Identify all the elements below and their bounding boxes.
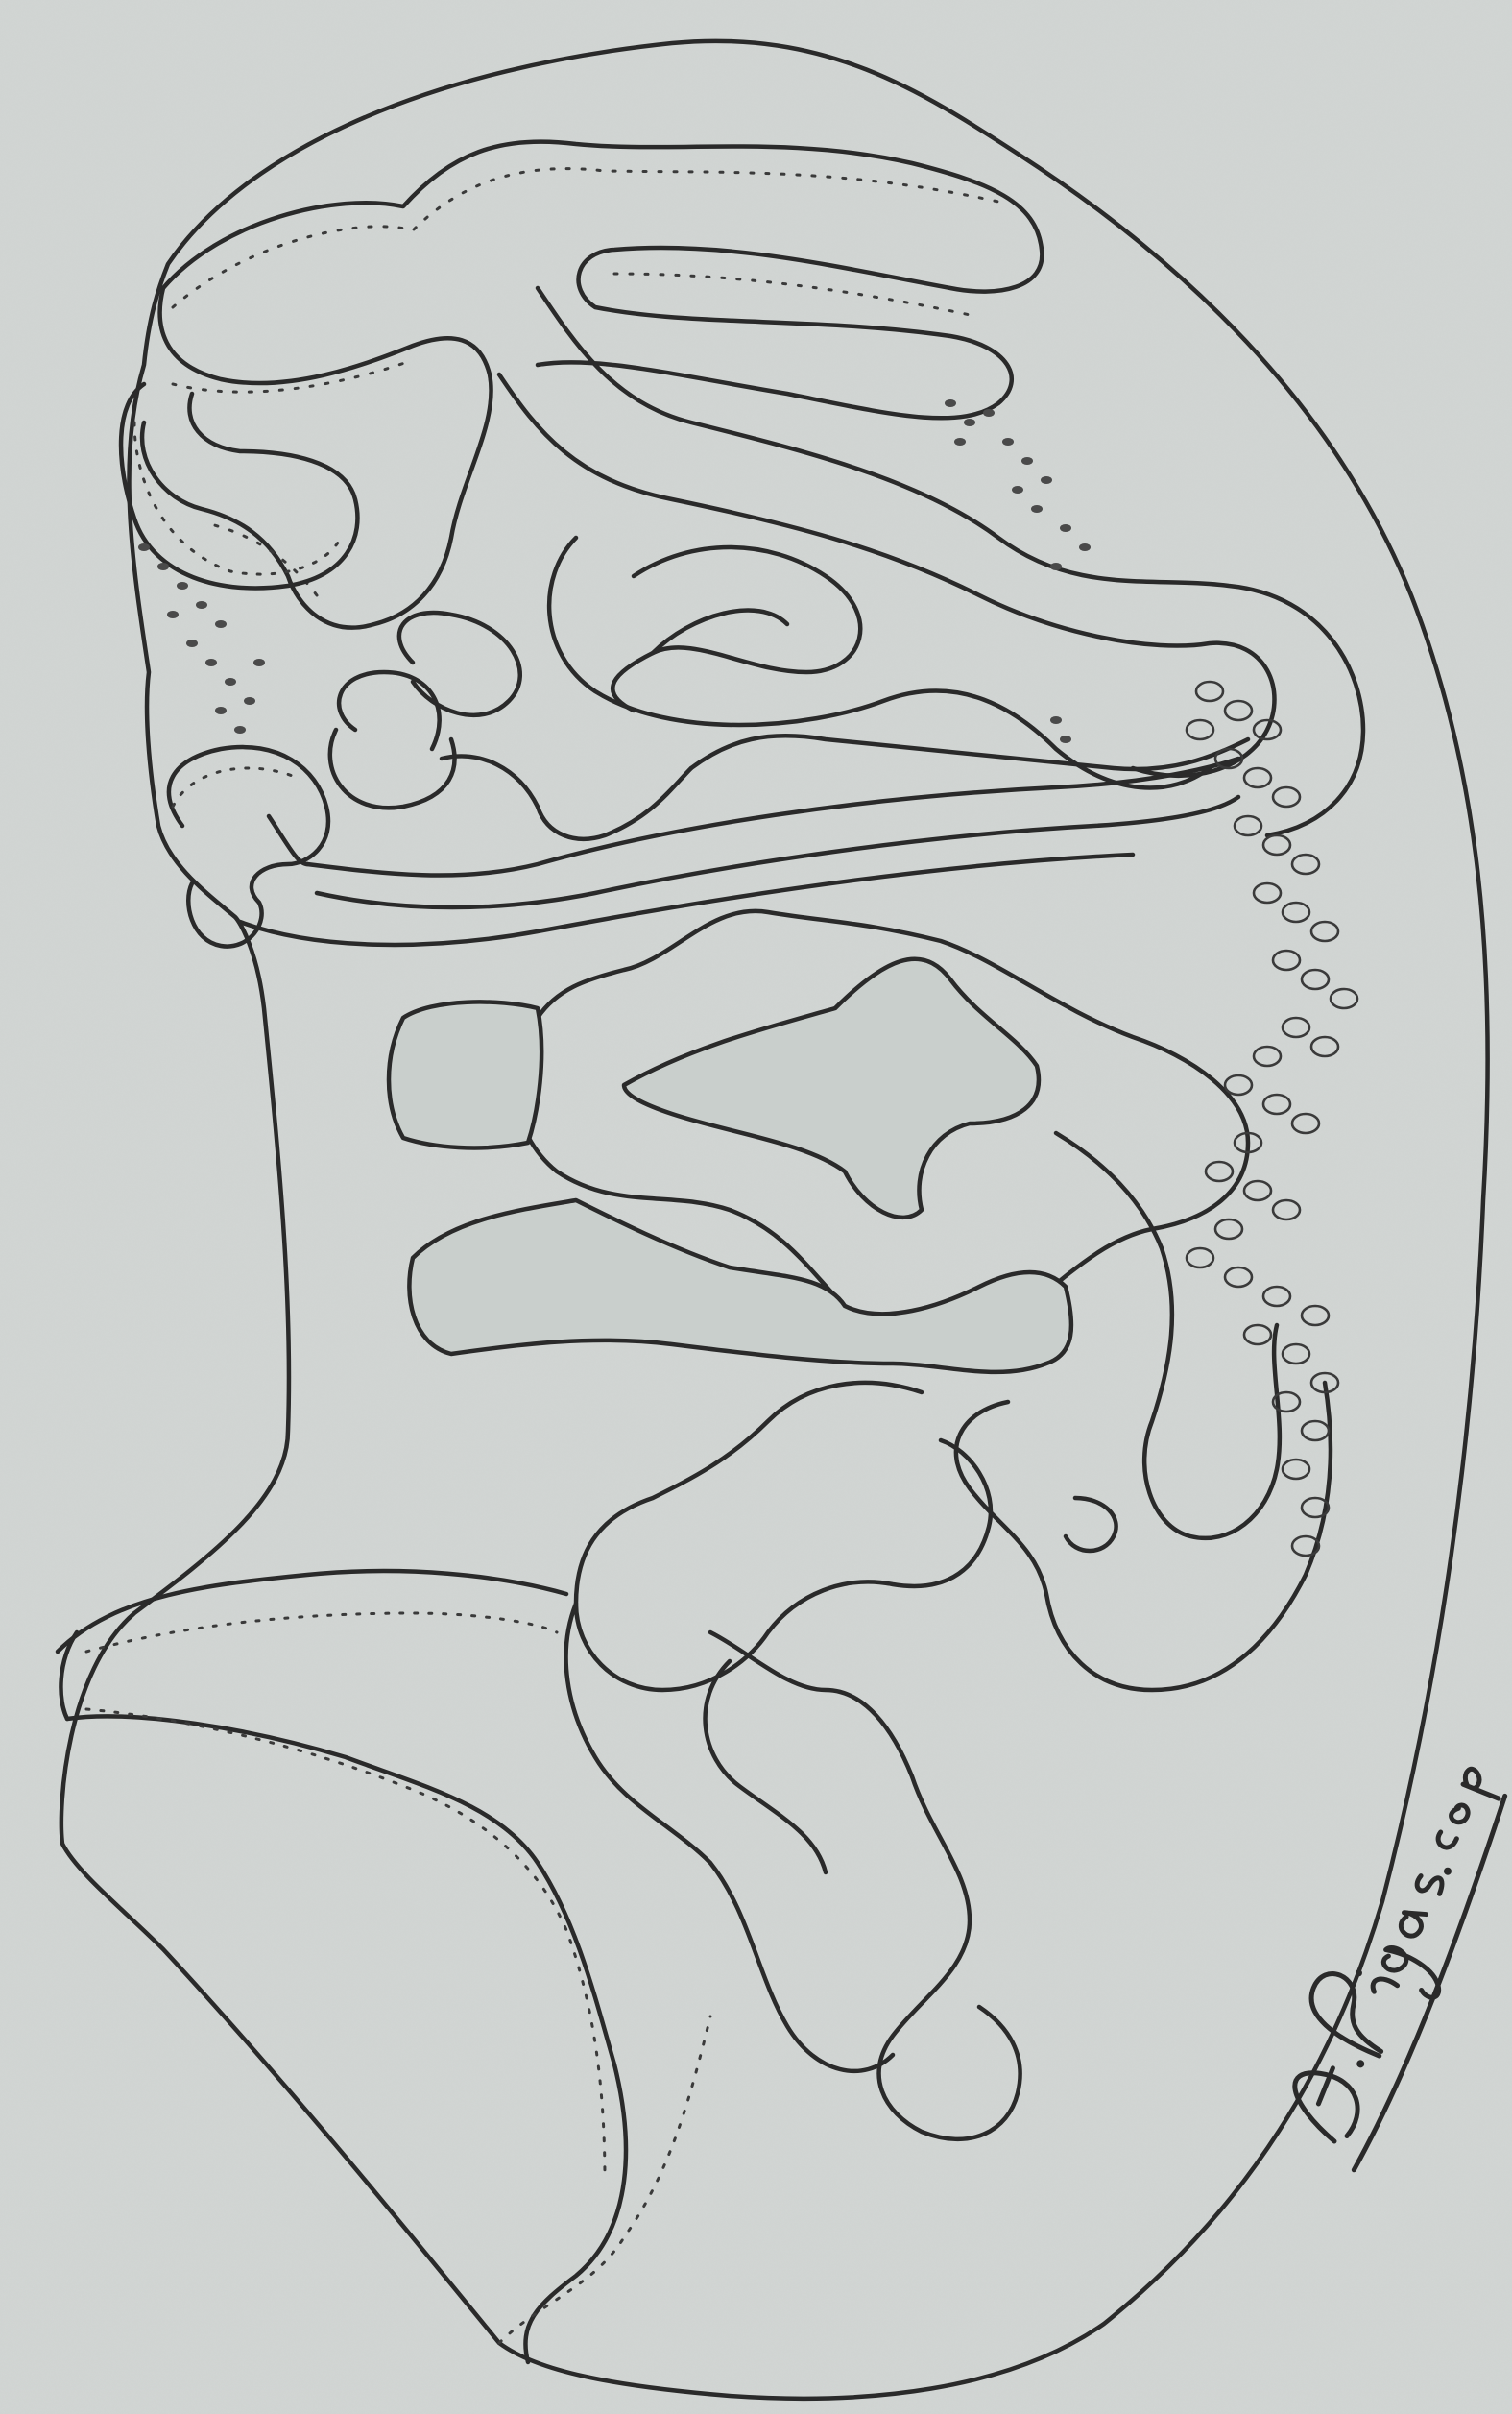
left-hatched-block bbox=[389, 1002, 541, 1147]
